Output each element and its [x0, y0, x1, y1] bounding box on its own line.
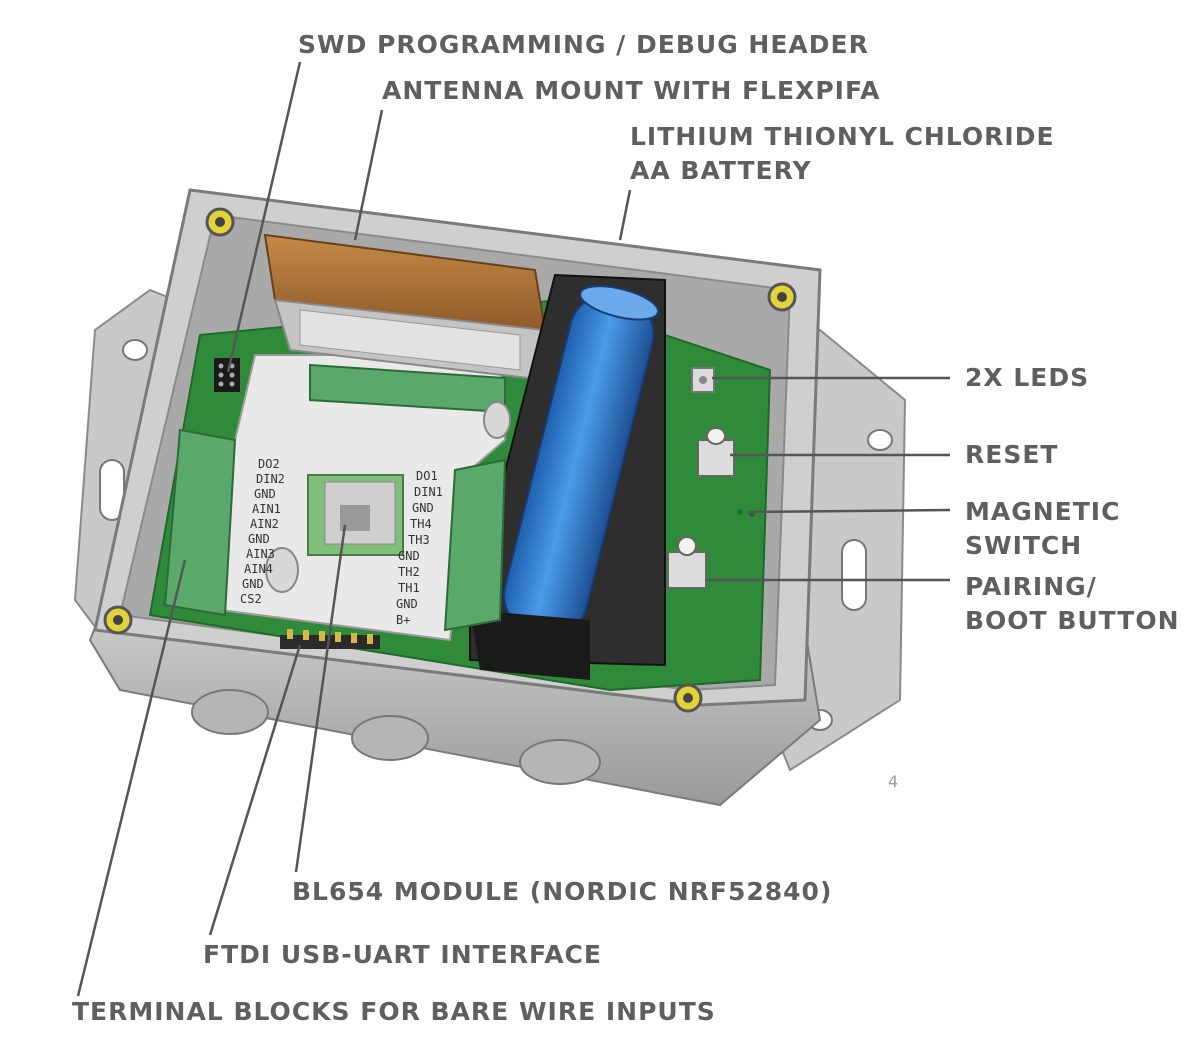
pcb-label: CS2 — [240, 592, 262, 606]
screws — [103, 207, 797, 713]
bl654-label: BL654 MODULE (NORDIC NRF52840) — [292, 877, 833, 906]
leader-lines — [76, 61, 951, 997]
battery — [469, 273, 666, 680]
pcb-label: TH3 — [408, 533, 430, 547]
reset-label: RESET — [965, 440, 1059, 469]
leader-ftdi — [208, 644, 302, 936]
pairing-button-label: PAIRING/ BOOT BUTTON — [965, 570, 1180, 638]
pcb-label: AIN1 — [252, 502, 281, 516]
pcb-label: TH2 — [398, 565, 420, 579]
pcb-label: GND — [248, 532, 270, 546]
pairing-button-line2: BOOT BUTTON — [965, 606, 1180, 635]
battery-label-line1: LITHIUM THIONYL CHLORIDE — [630, 122, 1055, 151]
pcb-label: DIN2 — [256, 472, 285, 486]
leader-terminal — [76, 559, 187, 997]
leader-bl654 — [294, 524, 347, 873]
terminal-blocks — [163, 363, 507, 632]
leds — [691, 367, 715, 393]
leader-antenna — [353, 109, 384, 241]
pairing-button — [667, 536, 707, 589]
antenna-mount — [263, 233, 547, 382]
terminal-blocks-label: TERMINAL BLOCKS FOR BARE WIRE INPUTS — [72, 997, 716, 1026]
pcb-label: GND — [242, 577, 264, 591]
magnetic-switch-label: MAGNETIC SWITCH — [965, 495, 1120, 563]
pcb-label: AIN2 — [250, 517, 279, 531]
pcb-label: TH1 — [398, 581, 420, 595]
page-number: 4 — [888, 772, 899, 791]
pcb-label: GND — [254, 487, 276, 501]
pcb-silkscreen: DO2 DIN2 GND AIN1 AIN2 GND AIN3 AIN4 GND… — [240, 457, 443, 627]
ftdi-label: FTDI USB-UART INTERFACE — [203, 940, 602, 969]
swd-header-label: SWD PROGRAMMING / DEBUG HEADER — [298, 30, 869, 59]
pcb-label: DO1 — [416, 469, 438, 483]
magnetic-switch-line1: MAGNETIC — [965, 497, 1121, 526]
leader-magnetic — [747, 508, 951, 514]
antenna-mount-label: ANTENNA MOUNT WITH FLEXPIFA — [382, 76, 881, 105]
leader-swd — [226, 61, 302, 373]
pcb-label: GND — [398, 549, 420, 563]
reset-button — [697, 427, 735, 477]
pairing-button-line1: PAIRING/ — [965, 572, 1097, 601]
pcb-label: DIN1 — [414, 485, 443, 499]
pcb-label: B+ — [396, 613, 410, 627]
pcb-label: GND — [396, 597, 418, 611]
pcb-label: DO2 — [258, 457, 280, 471]
battery-label: LITHIUM THIONYL CHLORIDE AA BATTERY — [630, 120, 1055, 188]
battery-label-line2: AA BATTERY — [630, 156, 812, 185]
standoffs — [265, 401, 511, 593]
pcb-label: GND — [412, 501, 434, 515]
pcb-label: AIN4 — [244, 562, 273, 576]
magnetic-switch-line2: SWITCH — [965, 531, 1083, 560]
leds-label: 2X LEDS — [965, 363, 1090, 392]
leader-battery — [618, 189, 632, 241]
ftdi-header — [280, 629, 380, 649]
pcb-label: AIN3 — [246, 547, 275, 561]
bl654-module — [307, 474, 404, 556]
pcb-label: TH4 — [410, 517, 432, 531]
swd-header — [214, 358, 240, 392]
